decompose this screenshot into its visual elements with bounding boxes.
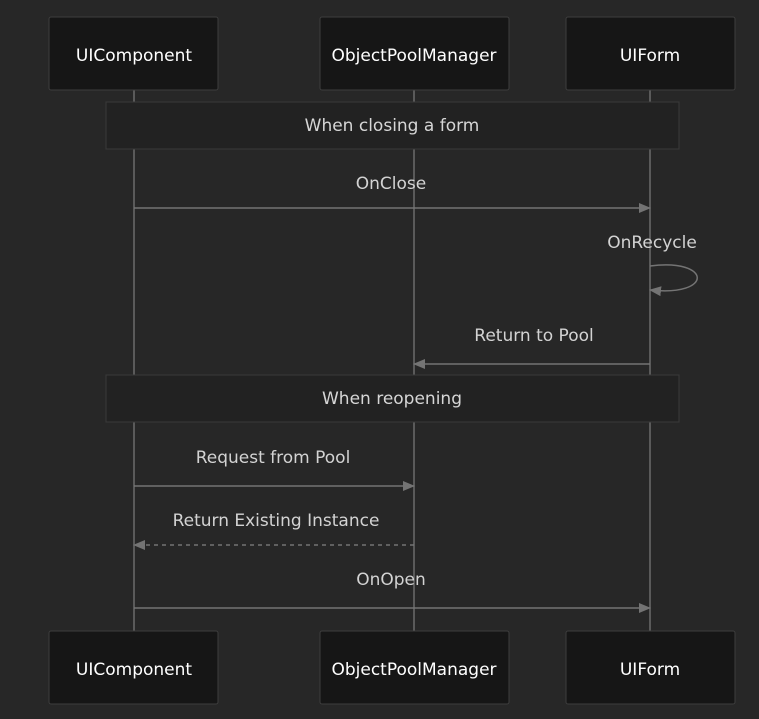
actor-top-objectpoolmanager: ObjectPoolManager <box>319 16 510 91</box>
message-on-recycle: OnRecycle <box>607 233 698 297</box>
actor-label: UIForm <box>620 46 680 66</box>
actor-top-uiform: UIForm <box>565 16 736 91</box>
note-closing-text: When closing a form <box>305 116 480 136</box>
actor-bottom-objectpoolmanager: ObjectPoolManager <box>319 630 510 705</box>
message-label: Return to Pool <box>474 326 593 346</box>
actor-label: ObjectPoolManager <box>331 46 496 66</box>
actor-label: UIForm <box>620 660 680 680</box>
message-return-to-pool: Return to Pool <box>413 326 650 369</box>
actor-label: UIComponent <box>76 46 192 66</box>
self-loop-arrow <box>649 264 698 297</box>
note-reopening-text: When reopening <box>322 389 462 409</box>
actor-label: UIComponent <box>76 660 192 680</box>
actor-label: ObjectPoolManager <box>331 660 496 680</box>
message-return-existing-instance: Return Existing Instance <box>133 511 414 550</box>
actor-bottom-uicomponent: UIComponent <box>48 630 219 705</box>
message-label: Return Existing Instance <box>173 511 380 531</box>
message-on-open: OnOpen <box>134 570 651 613</box>
message-label: Request from Pool <box>196 448 351 468</box>
message-request-from-pool: Request from Pool <box>134 448 415 491</box>
note-reopening: When reopening <box>105 374 680 423</box>
message-label: OnRecycle <box>607 233 697 253</box>
actor-bottom-uiform: UIForm <box>565 630 736 705</box>
note-closing: When closing a form <box>105 101 680 150</box>
actor-top-uicomponent: UIComponent <box>48 16 219 91</box>
message-on-close: OnClose <box>134 174 651 213</box>
message-label: OnOpen <box>356 570 426 590</box>
message-label: OnClose <box>356 174 426 194</box>
